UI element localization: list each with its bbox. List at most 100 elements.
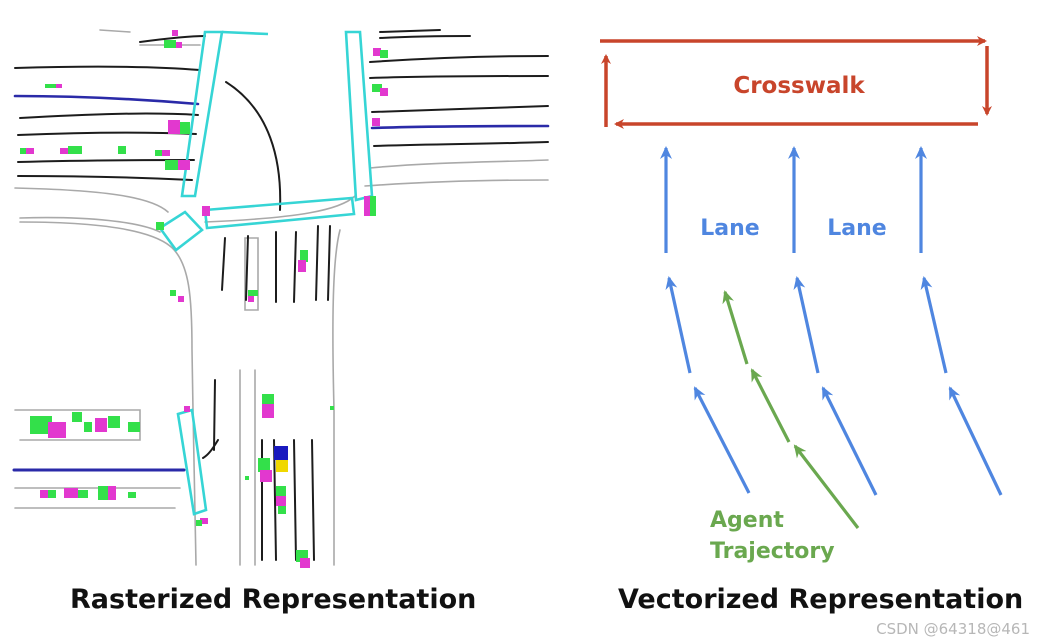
lane-3-segment (948, 386, 1003, 496)
agent-box (196, 520, 202, 526)
lane-1-segment (665, 276, 692, 374)
lane-1-segment (693, 386, 751, 494)
agent-trajectory-segment (750, 368, 791, 443)
lane-centerline (315, 225, 331, 301)
agent-label-line-2: Trajectory (710, 539, 835, 564)
lane-centerline (221, 231, 297, 303)
lane-centerline (379, 29, 441, 33)
lane-centerline (139, 35, 471, 43)
crosswalk-polygon (158, 210, 204, 252)
road-edge (332, 229, 341, 566)
agent-box (108, 416, 120, 428)
road-edge (244, 237, 259, 311)
lane-centerline (14, 65, 201, 71)
agent-box (248, 290, 258, 296)
agent-box (84, 422, 92, 432)
road-lines (12, 29, 550, 566)
agent-box (278, 506, 286, 514)
lane-label-2: Lane (827, 216, 886, 241)
agent-box (108, 486, 116, 500)
crosswalk-polygon (180, 30, 224, 198)
agent-box (20, 148, 28, 154)
agent-box (298, 260, 306, 272)
agent-box (178, 160, 190, 170)
agent-box (60, 148, 68, 154)
crosswalk-label: Crosswalk (733, 73, 865, 99)
agent-trajectory-vectors (722, 290, 860, 529)
agent-box (118, 146, 126, 154)
agent-box (156, 222, 164, 230)
lane-vectors (660, 146, 1003, 496)
lane-centerline (373, 141, 549, 147)
agent-box (202, 206, 210, 216)
vectorized-map: Crosswalk Lane Lane Agent Trajectory (600, 36, 1003, 564)
agent-box (245, 476, 249, 480)
agent-box (128, 492, 136, 498)
agent-box (372, 84, 382, 92)
agent-trajectory-segment (722, 290, 749, 365)
agent-box (64, 488, 78, 498)
agent-box (176, 42, 182, 48)
agent-box (262, 404, 274, 418)
lane-label-1: Lane (700, 216, 759, 241)
lane-centerline (202, 379, 219, 459)
agent-trajectory-segment (793, 444, 860, 529)
agent-box (30, 416, 52, 434)
agent-box (72, 412, 82, 422)
agent-box (56, 84, 62, 88)
agent-box (380, 50, 388, 58)
road-edge (19, 221, 171, 247)
agent-box (262, 394, 274, 406)
agent-box (276, 496, 286, 506)
agent-box (276, 460, 288, 472)
agent-box (78, 490, 88, 498)
lane-3-segment (920, 276, 948, 374)
rasterized-map (12, 29, 550, 568)
road-edge (169, 245, 194, 411)
road-edge (192, 409, 197, 566)
agent-boxes (20, 30, 388, 568)
agent-box (155, 150, 165, 156)
agent-box (172, 30, 178, 36)
agent-box (370, 196, 376, 216)
agent-box (260, 470, 272, 482)
road-edge (14, 187, 169, 213)
agent-box (372, 118, 380, 126)
agent-box (248, 296, 254, 302)
lane-reference-blue (13, 94, 200, 106)
rasterized-caption: Rasterized Representation (70, 584, 477, 615)
agent-box (373, 48, 381, 56)
crosswalk-polygon (176, 408, 208, 516)
agent-box (200, 518, 208, 524)
road-edge (19, 216, 161, 233)
lane-centerline (371, 105, 549, 113)
road-edge (239, 369, 256, 566)
lane-centerline (17, 175, 193, 181)
lane-2-segment (821, 386, 878, 496)
agent-box (274, 446, 288, 460)
vectorized-caption: Vectorized Representation (618, 584, 1024, 615)
agent-box (258, 458, 270, 472)
agent-box (98, 486, 110, 500)
crosswalk-polygon (203, 196, 356, 230)
agent-box (180, 122, 190, 134)
agent-box (165, 160, 179, 170)
agent-box (40, 490, 50, 498)
crosswalk-polygon (221, 30, 269, 36)
agent-box (178, 296, 184, 302)
agent-box (300, 250, 308, 262)
lane-reference-blue (370, 124, 550, 130)
agent-box (48, 490, 56, 498)
agent-box (162, 150, 170, 156)
road-edge (364, 179, 549, 187)
watermark: CSDN @64318@461 (876, 620, 1030, 638)
road-edge (369, 159, 549, 169)
crosswalk-polygon (344, 30, 374, 202)
agent-box (45, 84, 59, 88)
lane-centerline (369, 75, 549, 79)
agent-box (48, 422, 66, 438)
lane-centerline (369, 55, 549, 63)
agent-box (330, 406, 334, 410)
agent-box (128, 422, 140, 432)
